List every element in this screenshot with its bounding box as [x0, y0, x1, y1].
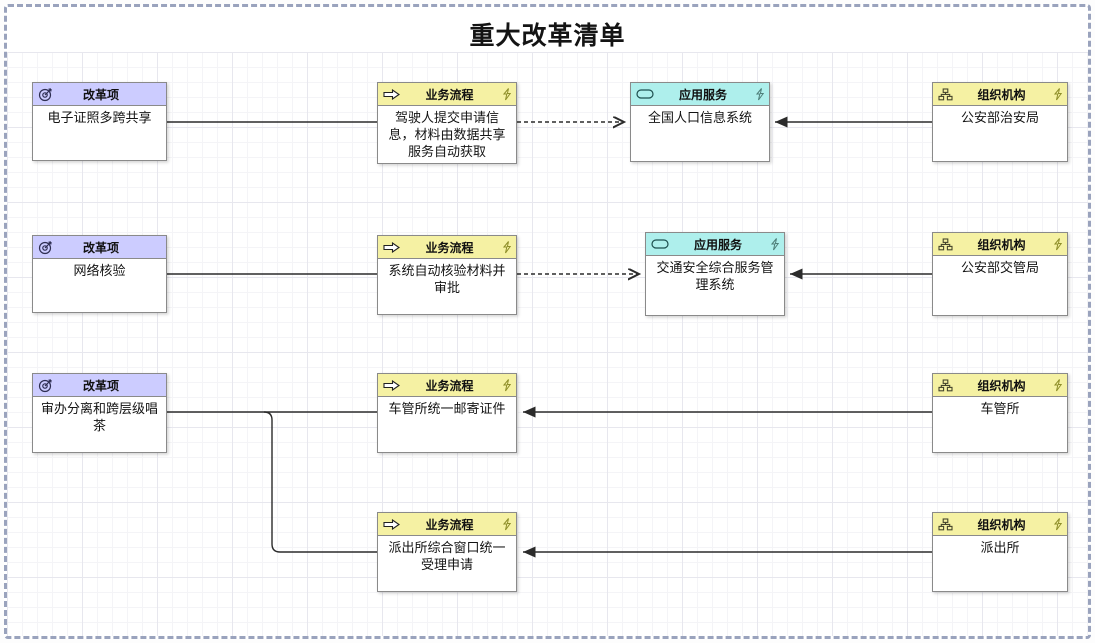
process-arrow-icon	[383, 241, 400, 253]
node-business-1[interactable]: 业务流程 驾驶人提交申请信息，材料由数据共享服务自动获取	[377, 82, 517, 164]
service-oval-icon	[651, 239, 669, 249]
org-chart-icon	[938, 517, 953, 531]
node-application-1[interactable]: 应用服务 全国人口信息系统	[630, 82, 770, 162]
node-name: 全国人口信息系统	[647, 110, 752, 125]
process-arrow-icon	[383, 88, 400, 100]
node-name: 系统自动核验材料并审批	[388, 263, 506, 296]
node-organization-2[interactable]: 组织机构 公安部交管局	[932, 232, 1068, 316]
node-type-label: 应用服务	[693, 237, 742, 252]
lightning-icon	[1050, 378, 1062, 392]
node-name: 车管所	[980, 401, 1020, 416]
node-header: 改革项	[33, 236, 166, 259]
node-type-label: 业务流程	[425, 240, 474, 255]
node-type-label: 组织机构	[977, 378, 1026, 393]
node-name: 网络核验	[73, 263, 126, 278]
node-type-label: 改革项	[82, 240, 119, 255]
canvas-grid	[7, 52, 1088, 636]
node-name: 驾驶人提交申请信息，材料由数据共享服务自动获取	[388, 110, 506, 160]
node-type-label: 业务流程	[425, 87, 474, 102]
node-header: 业务流程	[378, 374, 516, 397]
node-reform-1[interactable]: 改革项 电子证照多跨共享	[32, 82, 167, 161]
lightning-icon	[1050, 87, 1062, 101]
lightning-icon	[1050, 237, 1062, 251]
node-type-label: 改革项	[82, 87, 119, 102]
node-type-label: 应用服务	[678, 87, 727, 102]
node-application-2[interactable]: 应用服务 交通安全综合服务管理系统	[645, 232, 785, 316]
node-reform-2[interactable]: 改革项 网络核验	[32, 235, 167, 313]
target-icon	[38, 87, 53, 102]
lightning-icon	[752, 87, 764, 101]
org-chart-icon	[938, 378, 953, 392]
node-header: 改革项	[33, 374, 166, 397]
lightning-icon	[1050, 517, 1062, 531]
node-header: 改革项	[33, 83, 166, 106]
node-business-4[interactable]: 业务流程 派出所综合窗口统一受理申请	[377, 512, 517, 592]
node-business-3[interactable]: 业务流程 车管所统一邮寄证件	[377, 373, 517, 453]
node-header: 业务流程	[378, 236, 516, 259]
node-type-label: 组织机构	[977, 87, 1026, 102]
node-name: 公安部交管局	[960, 260, 1039, 275]
node-name: 派出所	[980, 540, 1020, 555]
node-business-2[interactable]: 业务流程 系统自动核验材料并审批	[377, 235, 517, 315]
node-name: 交通安全综合服务管理系统	[656, 260, 774, 293]
org-chart-icon	[938, 87, 953, 101]
node-organization-4[interactable]: 组织机构 派出所	[932, 512, 1068, 592]
node-type-label: 组织机构	[977, 517, 1026, 532]
node-name: 电子证照多跨共享	[47, 110, 152, 125]
lightning-icon	[499, 87, 511, 101]
node-organization-1[interactable]: 组织机构 公安部治安局	[932, 82, 1068, 162]
process-arrow-icon	[383, 379, 400, 391]
node-name: 公安部治安局	[960, 110, 1039, 125]
node-header: 应用服务	[646, 233, 784, 256]
node-header: 组织机构	[933, 513, 1067, 536]
node-type-label: 改革项	[82, 378, 119, 393]
lightning-icon	[499, 378, 511, 392]
node-organization-3[interactable]: 组织机构 车管所	[932, 373, 1068, 453]
diagram-title: 重大改革清单	[469, 22, 626, 50]
node-name: 车管所统一邮寄证件	[388, 401, 506, 416]
node-name: 审办分离和跨层级唱茶	[40, 401, 158, 434]
node-reform-3[interactable]: 改革项 审办分离和跨层级唱茶	[32, 373, 167, 453]
node-name: 派出所综合窗口统一受理申请	[388, 540, 506, 573]
node-type-label: 业务流程	[425, 378, 474, 393]
lightning-icon	[499, 517, 511, 531]
target-icon	[38, 240, 53, 255]
service-oval-icon	[636, 89, 654, 99]
org-chart-icon	[938, 237, 953, 251]
target-icon	[38, 378, 53, 393]
node-header: 应用服务	[631, 83, 769, 106]
lightning-icon	[499, 240, 511, 254]
node-header: 组织机构	[933, 374, 1067, 397]
process-arrow-icon	[383, 518, 400, 530]
lightning-icon	[767, 237, 779, 251]
node-header: 组织机构	[933, 83, 1067, 106]
node-type-label: 业务流程	[425, 517, 474, 532]
node-type-label: 组织机构	[977, 237, 1026, 252]
node-header: 业务流程	[378, 513, 516, 536]
node-header: 业务流程	[378, 83, 516, 106]
node-header: 组织机构	[933, 233, 1067, 256]
